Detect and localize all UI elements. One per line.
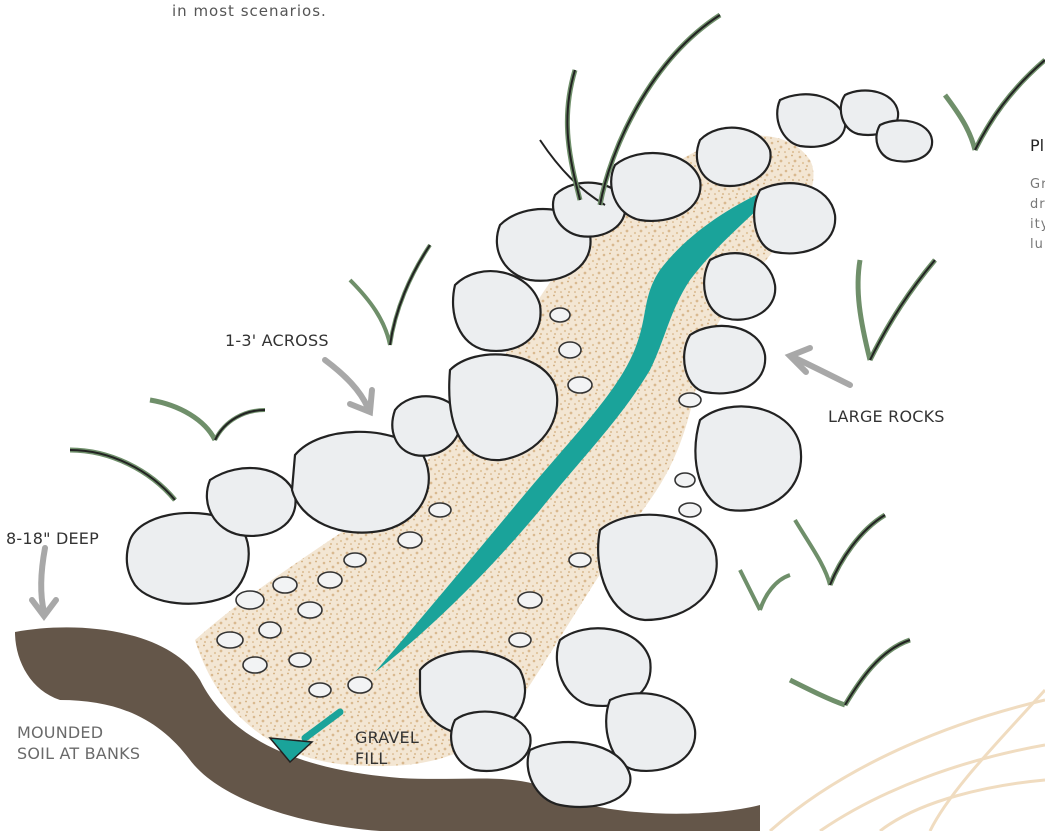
label-large-rocks: LARGE ROCKS bbox=[828, 407, 945, 427]
label-depth: 8-18" DEEP bbox=[6, 529, 99, 549]
decorative-wing bbox=[770, 690, 1045, 831]
label-across: 1-3' ACROSS bbox=[225, 331, 329, 351]
label-mounded-soil-line2: SOIL AT BANKS bbox=[17, 744, 140, 764]
label-mounded-soil-line1: MOUNDED bbox=[17, 723, 103, 743]
label-gravel-fill-line1: GRAVEL bbox=[355, 728, 419, 748]
label-gravel-fill-line2: FILL bbox=[355, 749, 388, 769]
